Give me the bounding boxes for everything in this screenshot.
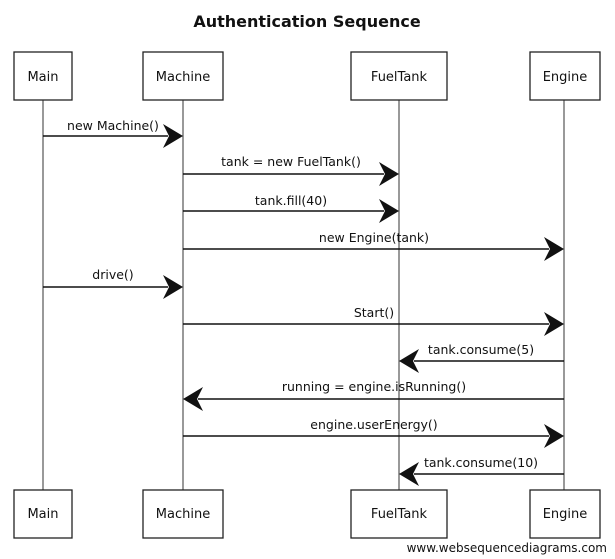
participant-main-top: Main (13, 51, 73, 101)
message-tank-consume-10: tank.consume(10) (399, 455, 564, 486)
participant-main-bottom: Main (13, 489, 73, 539)
message-label: Start() (354, 305, 394, 320)
message-drive: drive() (43, 267, 183, 299)
participant-fueltank-top: FuelTank (350, 51, 448, 101)
participant-engine-bottom: Engine (529, 489, 601, 539)
message-label: engine.userEnergy() (310, 417, 437, 432)
message-new-fueltank: tank = new FuelTank() (183, 154, 399, 186)
message-new-engine: new Engine(tank) (183, 230, 564, 261)
diagram-title: Authentication Sequence (193, 12, 421, 31)
participant-fueltank-bottom: FuelTank (350, 489, 448, 539)
message-label: tank.consume(5) (428, 342, 534, 357)
message-label: tank = new FuelTank() (221, 154, 361, 169)
message-new-machine: new Machine() (43, 118, 183, 148)
footer-credit: www.websequencediagrams.com (406, 541, 607, 555)
message-label: tank.consume(10) (424, 455, 538, 470)
participant-label: Engine (543, 507, 588, 522)
participant-label: Engine (543, 70, 588, 85)
message-engine-is-running: running = engine.isRunning() (183, 379, 564, 411)
message-tank-fill: tank.fill(40) (183, 193, 399, 223)
message-tank-consume-5: tank.consume(5) (399, 342, 564, 373)
message-label: tank.fill(40) (255, 193, 327, 208)
participant-label: Machine (156, 507, 210, 522)
participant-engine-top: Engine (529, 51, 601, 101)
message-label: drive() (92, 267, 133, 282)
participant-label: FuelTank (371, 70, 428, 85)
participant-machine-bottom: Machine (142, 489, 224, 539)
message-start: Start() (183, 305, 564, 336)
participant-label: Main (27, 507, 58, 522)
message-label: new Engine(tank) (319, 230, 429, 245)
message-label: running = engine.isRunning() (282, 379, 466, 394)
participant-label: Main (27, 70, 58, 85)
participant-label: FuelTank (371, 507, 428, 522)
message-user-energy: engine.userEnergy() (183, 417, 564, 448)
message-label: new Machine() (67, 118, 159, 133)
participant-label: Machine (156, 70, 210, 85)
participant-machine-top: Machine (142, 51, 224, 101)
